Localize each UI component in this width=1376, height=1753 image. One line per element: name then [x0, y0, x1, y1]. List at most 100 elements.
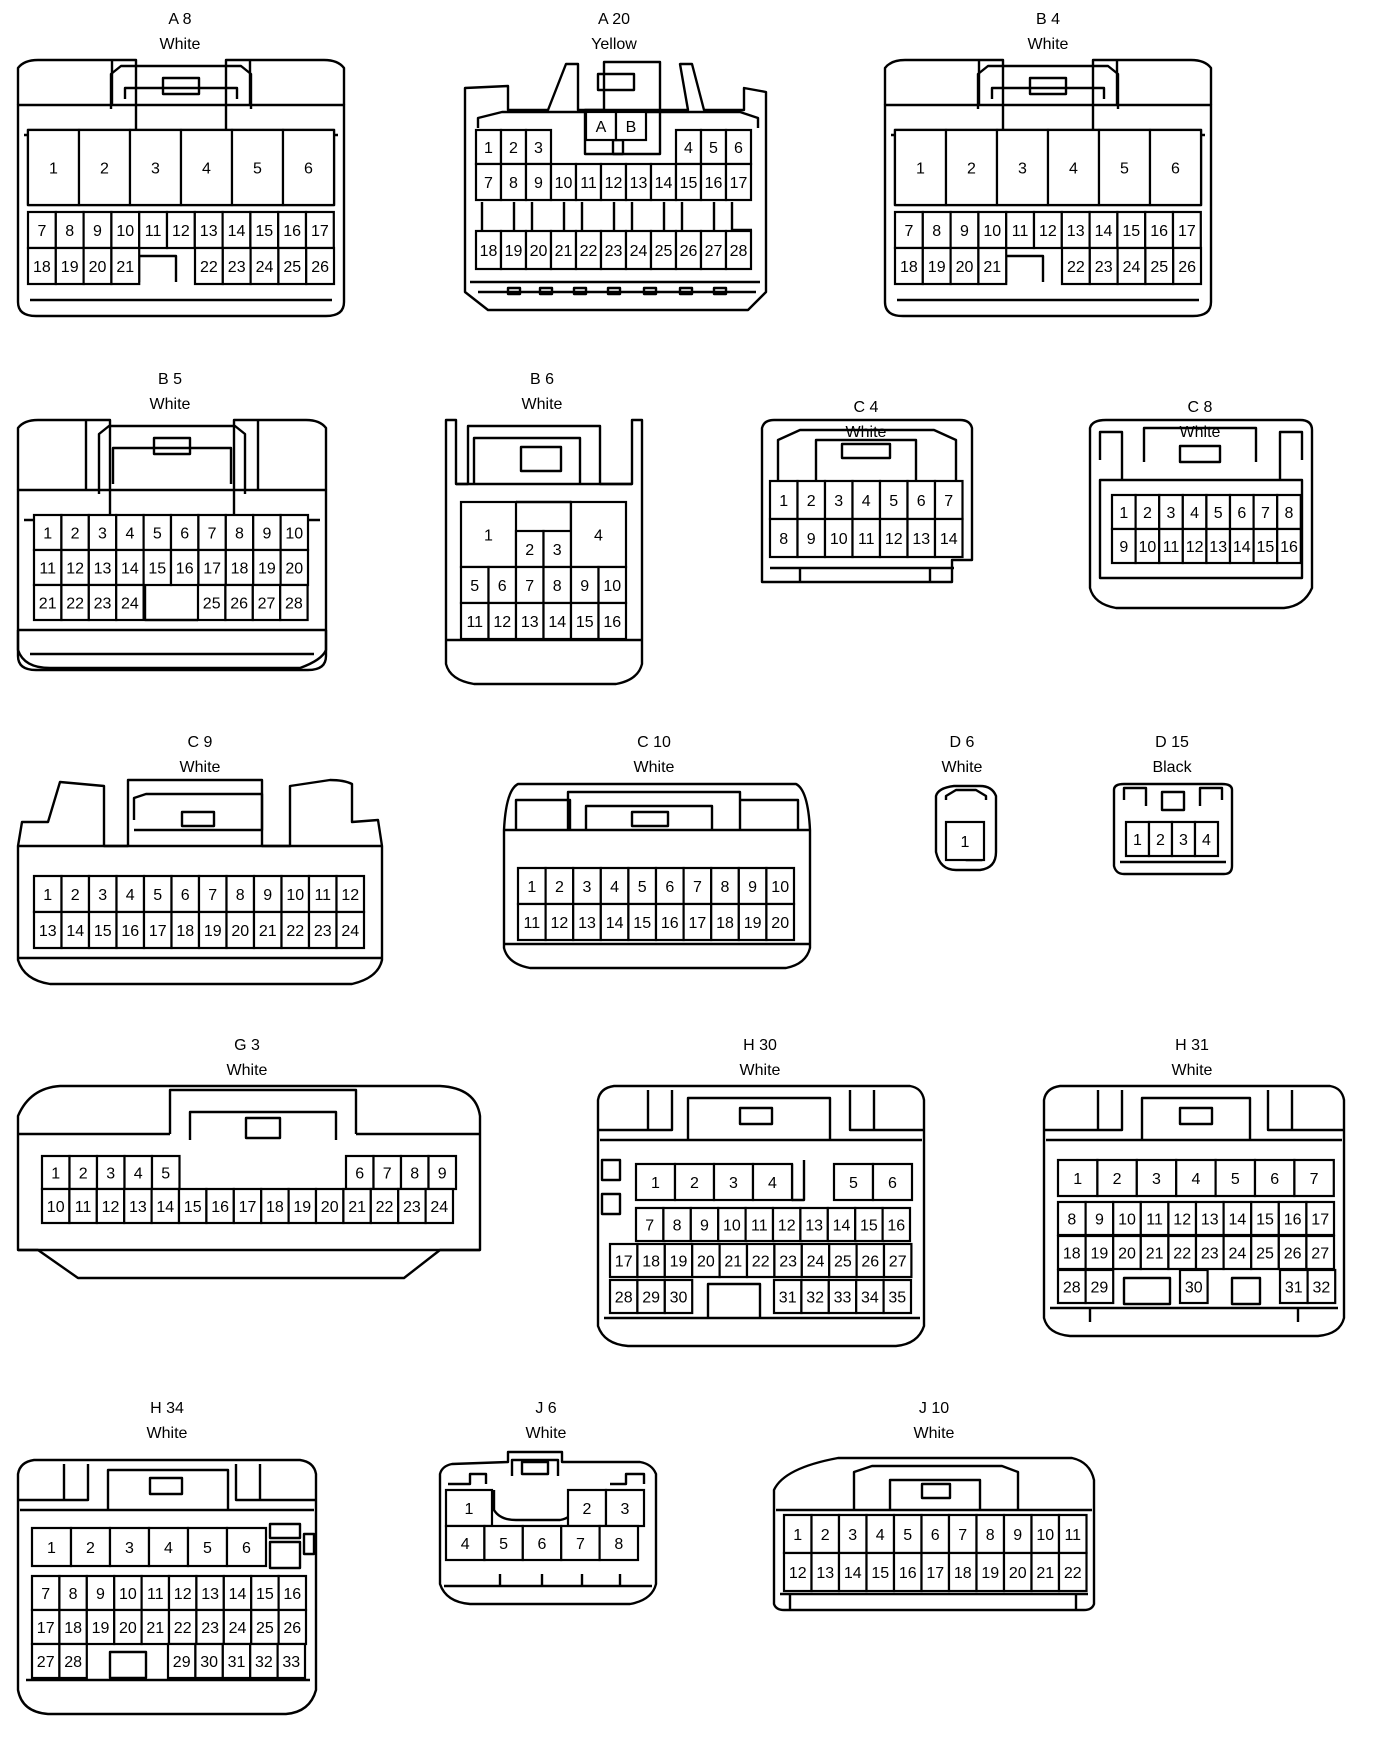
pin-label-b4-17: 17	[1178, 223, 1196, 240]
pin-label-c4-7: 7	[944, 493, 953, 510]
pin-label-h34-8: 8	[69, 1586, 78, 1603]
pin-label-a20-8: 8	[509, 175, 518, 192]
pin-cell-h34-30	[194, 1642, 224, 1680]
pin-label-c9-2: 2	[71, 887, 80, 904]
pin-label-c4-3: 3	[834, 493, 843, 510]
pin-label-h31-6: 6	[1270, 1171, 1279, 1188]
pin-label-h30-15: 15	[860, 1217, 878, 1234]
pin-label-c9-14: 14	[66, 923, 84, 940]
pin-label-a20-26: 26	[680, 243, 698, 260]
pin-label-h31-23: 23	[1201, 1245, 1219, 1262]
pin-label-h31-10: 10	[1118, 1211, 1136, 1228]
j6-latch-key	[520, 1460, 550, 1476]
pin-label-h31-14: 14	[1229, 1211, 1247, 1228]
pin-label-j10-20: 20	[1009, 1565, 1027, 1582]
pin-label-h34-11: 11	[147, 1586, 164, 1603]
pin-label-h30-17: 17	[615, 1253, 633, 1270]
pin-label-j10-17: 17	[926, 1565, 944, 1582]
pin-label-h34-5: 5	[203, 1540, 212, 1557]
pin-cell-g3-9	[427, 1154, 458, 1191]
pin-label-c10-18: 18	[716, 915, 734, 932]
h34-aux-3	[302, 1532, 316, 1556]
connector-id-b5: B 5	[158, 371, 182, 388]
pin-cell-g3-15	[177, 1187, 208, 1225]
pin-label-j10-4: 4	[876, 1527, 885, 1544]
pin-label-c10-2: 2	[555, 879, 564, 896]
pin-label-h30-11: 11	[751, 1217, 768, 1234]
pin-cell-c9-13	[32, 910, 63, 950]
pin-label-b4-22: 22	[1067, 259, 1085, 276]
pin-label-c10-12: 12	[551, 915, 569, 932]
pin-cell-h30-32	[800, 1278, 830, 1315]
pin-cell-c8-16	[1276, 527, 1302, 565]
pin-label-g3-2: 2	[79, 1165, 88, 1182]
pin-label-h34-32: 32	[255, 1654, 273, 1671]
pin-cell-b4-26	[1172, 246, 1203, 286]
pin-label-c10-13: 13	[578, 915, 596, 932]
pin-cell-h30-29	[636, 1278, 666, 1315]
pin-cell-a8-23	[221, 246, 252, 286]
pin-cell-h31-24	[1222, 1234, 1253, 1271]
d6-latch	[944, 788, 988, 800]
pin-label-b4-26: 26	[1178, 259, 1196, 276]
b4-right-tower	[1091, 58, 1213, 135]
pin-label-a8-4: 4	[202, 160, 211, 177]
h34-lines	[20, 1508, 314, 1682]
pin-label-b6-10: 10	[603, 578, 621, 595]
pin-label-b6-5: 5	[470, 578, 479, 595]
pin-label-h30-14: 14	[833, 1217, 851, 1234]
pin-label-h30-34: 34	[861, 1289, 879, 1306]
pin-label-b4-19: 19	[928, 259, 946, 276]
pin-label-h34-2: 2	[86, 1540, 95, 1557]
pin-label-h34-33: 33	[282, 1654, 300, 1671]
pin-label-b4-12: 12	[1039, 223, 1057, 240]
connector-color-j6: White	[526, 1425, 567, 1442]
pin-cell-h34-22	[167, 1608, 198, 1646]
pin-label-c9-12: 12	[341, 887, 359, 904]
pin-cell-b5-7	[197, 513, 227, 552]
connector-color-h34: White	[147, 1425, 188, 1442]
pin-label-c9-7: 7	[208, 887, 217, 904]
d6-body	[934, 784, 998, 872]
pin-label-j10-18: 18	[954, 1565, 972, 1582]
pin-cell-a20-27	[699, 229, 728, 271]
pin-label-c10-6: 6	[665, 879, 674, 896]
pin-label-h30-18: 18	[642, 1253, 660, 1270]
pin-label-a20-24: 24	[630, 243, 648, 260]
pin-cell-j10-10	[1030, 1513, 1061, 1555]
b4-latch-key	[1028, 76, 1068, 96]
c8-latch-key	[1178, 444, 1222, 464]
pin-cells	[26, 110, 1337, 1680]
j6-center-hood	[492, 1490, 576, 1522]
pin-cell-b4-17	[1171, 210, 1202, 250]
pin-label-b4-13: 13	[1067, 223, 1085, 240]
c9-latch	[132, 792, 264, 832]
h31-latch-key	[1178, 1106, 1214, 1126]
pin-label-b5-7: 7	[208, 525, 217, 542]
h31-body	[1042, 1084, 1346, 1338]
pin-label-g3-24: 24	[430, 1199, 448, 1216]
pin-cell-d15-4	[1193, 820, 1220, 858]
connector-id-a20: A 20	[598, 11, 630, 28]
pin-label-b4-21: 21	[983, 259, 1001, 276]
pin-cell-c9-3	[87, 874, 118, 914]
pin-label-g3-18: 18	[266, 1199, 284, 1216]
j10-latch-key	[920, 1482, 952, 1500]
pin-label-h31-31: 31	[1285, 1279, 1303, 1296]
pin-label-c10-14: 14	[606, 915, 624, 932]
pin-label-h34-22: 22	[174, 1620, 192, 1637]
pin-label-j10-15: 15	[871, 1565, 889, 1582]
pin-label-h30-1: 1	[651, 1175, 660, 1192]
pin-label-a8-10: 10	[116, 223, 134, 240]
pin-label-a8-6: 6	[304, 160, 313, 177]
pin-label-c8-10: 10	[1139, 539, 1157, 556]
pin-cell-h34-6	[225, 1526, 268, 1568]
a20-base-tabs	[506, 286, 728, 296]
pin-label-g3-17: 17	[239, 1199, 257, 1216]
pin-label-c10-11: 11	[523, 915, 540, 932]
pin-label-j10-19: 19	[981, 1565, 999, 1582]
pin-label-c8-2: 2	[1143, 505, 1152, 522]
pin-label-b6-13: 13	[521, 614, 539, 631]
pin-label-b6-8: 8	[553, 578, 562, 595]
